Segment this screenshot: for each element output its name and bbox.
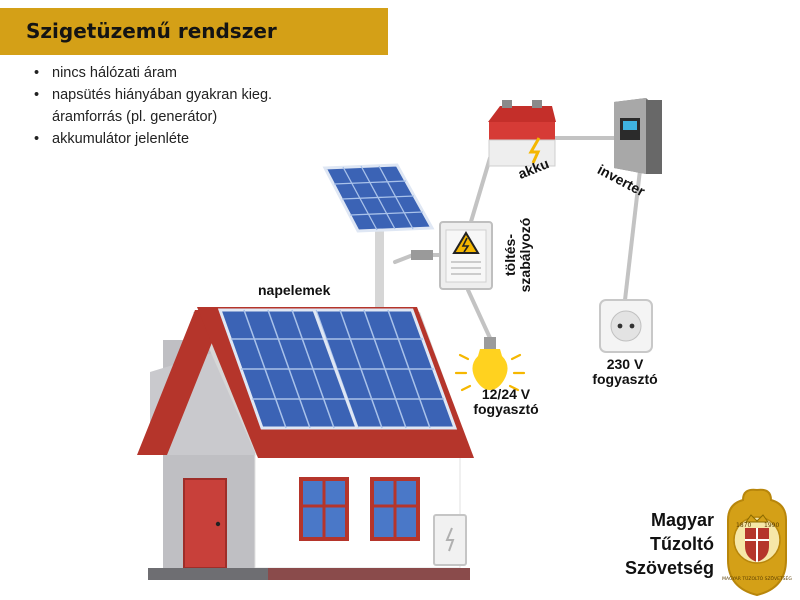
organization-logo: 1870 1990 MAGYAR TŰZOLTÓ SZÖVETSÉG (722, 488, 792, 597)
panels-label: napelemek (258, 282, 331, 298)
logo-year-right: 1990 (764, 522, 779, 529)
dc-load-label: 12/24 V fogyasztó (473, 386, 539, 417)
pole-solar-panel (322, 163, 435, 307)
ac-load-label: 230 V fogyasztó (592, 356, 658, 387)
list-item: napsütés hiányában gyakran kieg.áramforr… (34, 84, 272, 128)
inverter (614, 98, 662, 174)
logo-year-left: 1870 (736, 522, 751, 529)
house (137, 307, 474, 580)
controller-label: töltés- szabályozó (502, 217, 533, 293)
charge-controller (439, 221, 493, 290)
logo-ring-text: MAGYAR TŰZOLTÓ SZÖVETSÉG (722, 574, 792, 582)
list-item: akkumulátor jelenléte (34, 128, 272, 150)
battery (488, 100, 556, 167)
list-item: nincs hálózati áram (34, 62, 272, 84)
organization-name: Magyar Tűzoltó Szövetség (624, 510, 714, 578)
title-bar: Szigetüzemű rendszer (0, 8, 388, 55)
ac-socket (599, 299, 653, 353)
page-title: Szigetüzemű rendszer (26, 19, 277, 43)
light-bulb (454, 337, 526, 392)
feature-list: nincs hálózati áram napsütés hiányában g… (34, 62, 272, 150)
